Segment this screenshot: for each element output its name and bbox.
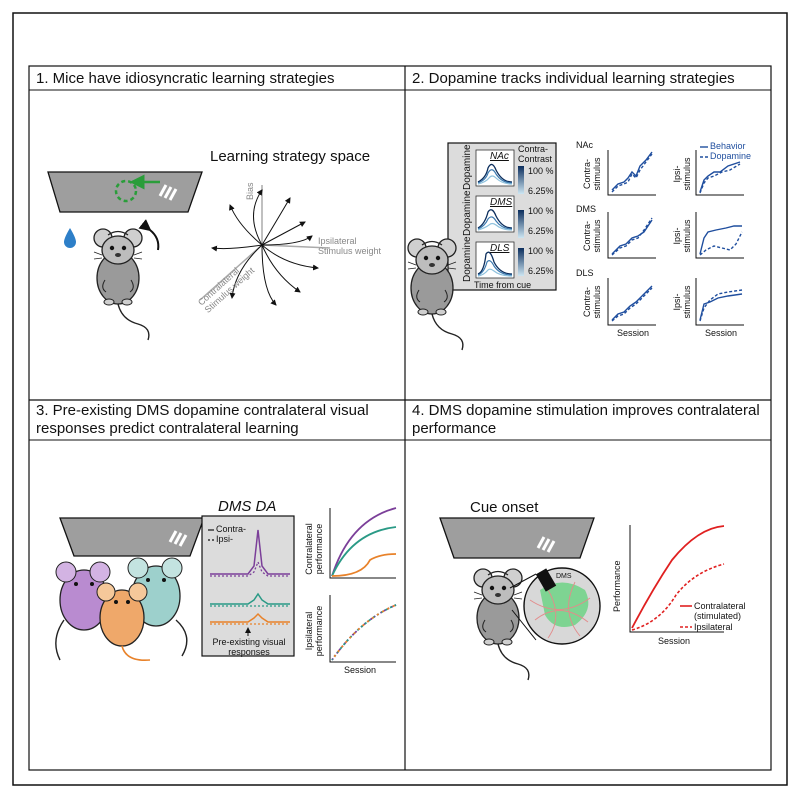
panel4-perf-plot — [629, 525, 725, 633]
panel3-title: 3. Pre-existing DMS dopamine contralater… — [36, 402, 369, 437]
session-label: Session — [344, 665, 377, 675]
dms-zoom-circle — [509, 567, 601, 645]
mouse-icon — [473, 568, 530, 681]
panel2-grid-plots — [607, 150, 744, 326]
cue-onset-label: Cue onset — [470, 499, 539, 516]
legend-ipsilateral: Ipsilateral — [694, 622, 733, 632]
panel2-title: 2. Dopamine tracks individual learning s… — [412, 70, 735, 87]
legend-contralateral: Contralateral (stimulated) — [694, 601, 746, 621]
legend-contra: Contra- — [216, 524, 247, 534]
contrast-high: 100 % — [528, 206, 554, 216]
grid-region-nac: NAc — [576, 140, 594, 150]
contra-stimulus-label: Contra- stimulus — [582, 219, 602, 253]
session-label: Session — [705, 328, 738, 338]
panel1-title: 1. Mice have idiosyncratic learning stra… — [36, 70, 335, 87]
contra-stimulus-label: Contra- stimulus — [582, 157, 602, 191]
contrast-high: 100 % — [528, 246, 554, 256]
contrast-low: 6.25% — [528, 226, 554, 236]
grid-region-dls: DLS — [576, 268, 594, 278]
panel3-perf-plots — [329, 507, 397, 663]
pre-existing-caption: Pre-existing visual responses — [212, 637, 286, 657]
contrast-low: 6.25% — [528, 186, 554, 196]
three-mice-icon — [55, 557, 188, 662]
legend-behavior: Behavior — [710, 141, 746, 151]
contrast-colorbar — [518, 248, 524, 276]
strategy-space-title: Learning strategy space — [210, 148, 371, 165]
dopamine-ylabel: Dopamine — [462, 144, 473, 190]
mouse-icon — [93, 228, 150, 341]
contra-performance-ylabel: Contralateral performance — [304, 523, 324, 575]
dopamine-ylabel: Dopamine — [462, 236, 473, 282]
ipsi-stimulus-label: Ipsi- stimulus — [672, 219, 692, 253]
panel3-screen — [59, 517, 205, 557]
time-from-cue-label: Time from cue — [474, 280, 532, 290]
water-drop-icon — [64, 228, 76, 248]
axis-ipsi-label: Ipsilateral Stimulus weight — [318, 236, 382, 256]
panel4-title: 4. DMS dopamine stimulation improves con… — [412, 402, 760, 437]
outer-border — [12, 12, 788, 786]
panel1-screen — [47, 171, 203, 213]
dopamine-ylabel: Dopamine — [462, 190, 473, 236]
region-label-dls: DLS — [490, 243, 510, 254]
contrast-colorbar — [518, 166, 524, 194]
panel2-grid-traces — [611, 151, 743, 322]
panel-grid — [28, 65, 772, 771]
panel2-dopamine-box — [447, 142, 557, 291]
session-label: Session — [617, 328, 650, 338]
region-label-nac: NAc — [490, 151, 509, 162]
axis-bias-label: Bias — [245, 182, 255, 200]
contrast-high: 100 % — [528, 166, 554, 176]
contra-stimulus-label: Contra- stimulus — [582, 285, 602, 319]
strategy-axes — [199, 185, 331, 306]
panel3-da-box — [201, 515, 295, 657]
dms-da-title: DMS DA — [218, 498, 277, 515]
legend-ipsi: Ipsi- — [216, 534, 234, 544]
ipsi-stimulus-label: Ipsi- stimulus — [672, 285, 692, 319]
region-label-dms: DMS — [490, 197, 513, 208]
contrast-low: 6.25% — [528, 266, 554, 276]
turn-arrow-icon — [138, 219, 160, 251]
contrast-title: Contra- Contrast — [518, 144, 553, 164]
panel4-screen — [439, 517, 595, 559]
session-label: Session — [658, 636, 691, 646]
ipsi-stimulus-label: Ipsi- stimulus — [672, 157, 692, 191]
contrast-colorbar — [518, 210, 524, 238]
ipsi-performance-ylabel: Ipsilateral performance — [304, 605, 324, 657]
performance-ylabel: Performance — [612, 560, 622, 612]
grid-region-dms: DMS — [576, 204, 596, 214]
legend-dopamine: Dopamine — [710, 151, 752, 161]
dms-label: DMS — [556, 573, 572, 580]
